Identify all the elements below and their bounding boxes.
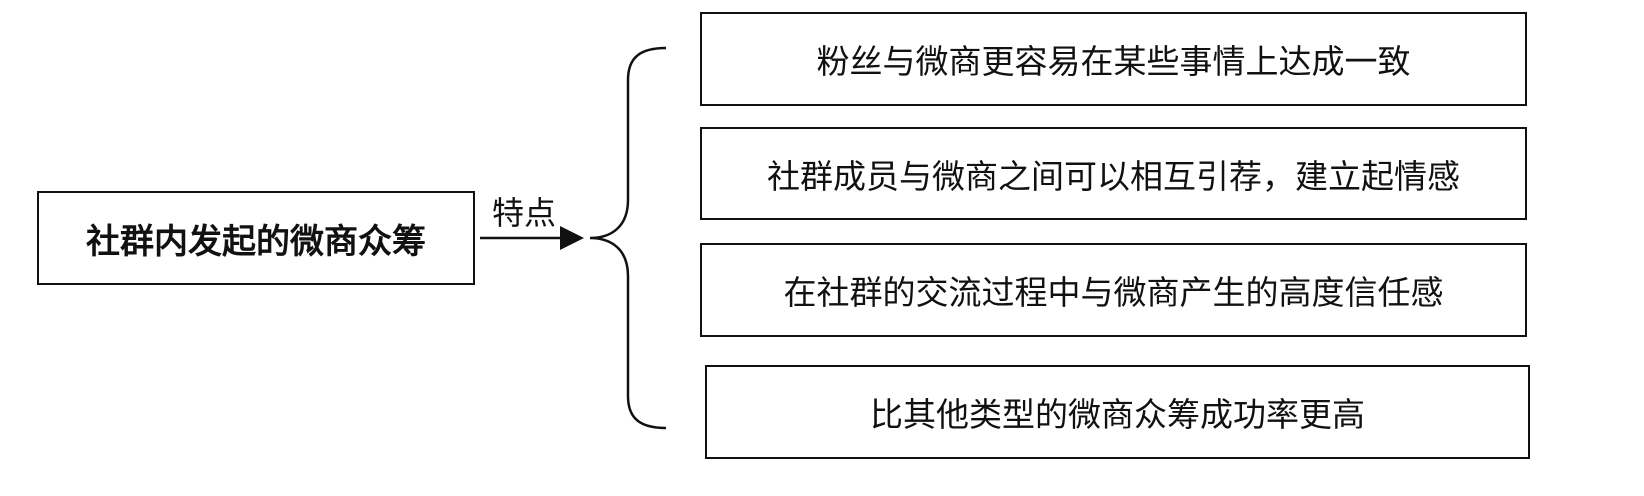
arrow-head	[560, 226, 584, 250]
root-node-label: 社群内发起的微商众筹	[86, 221, 426, 262]
feature-node-label: 社群成员与微商之间可以相互引荐，建立起情感	[767, 156, 1460, 196]
feature-node: 粉丝与微商更容易在某些事情上达成一致	[700, 12, 1527, 106]
feature-node: 在社群的交流过程中与微商产生的高度信任感	[700, 243, 1527, 337]
feature-node-label: 粉丝与微商更容易在某些事情上达成一致	[816, 42, 1411, 81]
curly-brace	[589, 46, 667, 430]
feature-node: 比其他类型的微商众筹成功率更高	[705, 365, 1530, 459]
feature-node: 社群成员与微商之间可以相互引荐，建立起情感	[700, 127, 1527, 220]
feature-node-label: 比其他类型的微商众筹成功率更高	[870, 395, 1365, 434]
feature-node-label: 在社群的交流过程中与微商产生的高度信任感	[783, 273, 1444, 312]
connector-label: 特点	[492, 194, 557, 232]
root-node: 社群内发起的微商众筹	[37, 191, 475, 285]
